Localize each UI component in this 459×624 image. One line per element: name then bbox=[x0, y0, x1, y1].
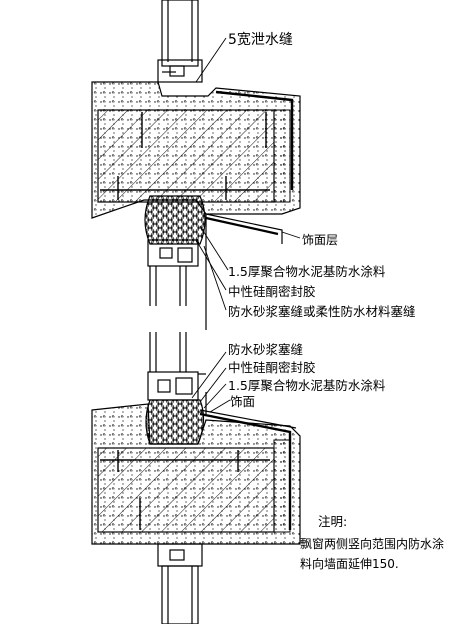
label-drain-gap: 5宽泄水缝 bbox=[228, 31, 293, 48]
label-sealant-top: 中性硅酮密封胶 bbox=[228, 284, 316, 299]
label-finish-layer: 饰面层 bbox=[302, 233, 338, 247]
bottom-concrete-beam bbox=[97, 447, 275, 533]
label-mortar-caulk-top: 防水砂浆塞缝或柔性防水材料塞缝 bbox=[228, 304, 416, 319]
label-mortar-caulk-bottom: 防水砂浆塞缝 bbox=[228, 342, 303, 357]
note-line-2: 料向墙面延伸150. bbox=[300, 556, 399, 571]
note-title: 注明: bbox=[318, 514, 347, 529]
note-line-1: 飘窗两侧竖向范围内防水涂 bbox=[300, 536, 444, 551]
top-leaders bbox=[195, 37, 301, 311]
bottom-leaders bbox=[191, 351, 231, 413]
top-foam-filler bbox=[144, 195, 206, 245]
bottom-waterproof-coating bbox=[199, 392, 297, 530]
top-concrete-beam bbox=[97, 109, 275, 203]
label-sealant-bottom: 中性硅酮密封胶 bbox=[228, 360, 316, 375]
label-finish-bottom: 饰面 bbox=[230, 394, 255, 409]
top-detail: 5宽泄水缝 饰面层 1.5厚聚合物水泥基防水涂料 中性硅酮密封胶 防水砂浆塞缝或… bbox=[91, 0, 416, 330]
top-rebars bbox=[100, 112, 270, 200]
top-waterproof-coating bbox=[215, 90, 294, 190]
bottom-detail: 防水砂浆塞缝 中性硅酮密封胶 1.5厚聚合物水泥基防水涂料 饰面 注明: 飘窗两… bbox=[91, 332, 444, 624]
bottom-window-frame bbox=[147, 332, 206, 401]
label-coating-bottom: 1.5厚聚合物水泥基防水涂料 bbox=[228, 378, 386, 393]
top-sill-flashing bbox=[205, 213, 283, 330]
bottom-rebars bbox=[100, 450, 270, 530]
label-coating-top: 1.5厚聚合物水泥基防水涂料 bbox=[228, 264, 386, 279]
top-lower-window-frame bbox=[147, 239, 199, 306]
bottom-foam-filler bbox=[145, 399, 205, 445]
bottom-lower-window-frame bbox=[157, 543, 203, 624]
top-upper-window-frame bbox=[157, 0, 203, 83]
